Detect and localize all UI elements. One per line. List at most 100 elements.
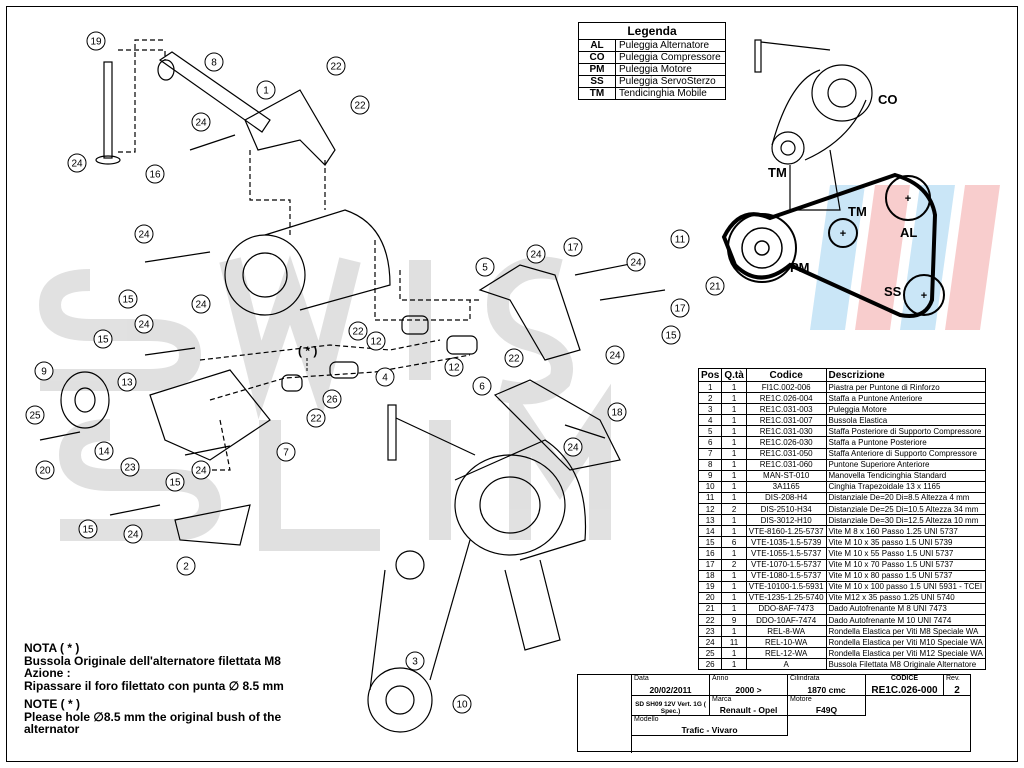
part-code: 3A1165 xyxy=(745,480,827,493)
callout-number: 12 xyxy=(370,337,382,348)
brand-cell: Marca Renault - Opel xyxy=(710,696,788,716)
part-desc: Dado Autofrenante M 10 UNI 7474 xyxy=(825,613,986,627)
callout-number: 17 xyxy=(567,243,579,254)
part-pos: 21 xyxy=(697,602,723,615)
drawing-frame xyxy=(6,6,1018,762)
callout-number: 22 xyxy=(310,414,322,425)
part-pos: 17 xyxy=(697,558,723,571)
note-it-title: NOTA ( * ) xyxy=(24,641,80,655)
callout-17: 17 xyxy=(670,298,690,318)
part-pos: 20 xyxy=(697,591,723,604)
part-qty: 6 xyxy=(721,536,747,549)
part-code: RE1C.031-007 xyxy=(745,414,827,427)
part-desc: Staffa Posteriore di Supporto Compressor… xyxy=(825,425,986,438)
callout-number: 19 xyxy=(90,37,102,48)
part-desc: Vite M 8 x 160 Passo 1.25 UNI 5737 xyxy=(825,525,986,538)
callout-number: 18 xyxy=(611,408,623,419)
part-desc: Puleggia Motore xyxy=(825,403,986,416)
notes-block: NOTA ( * ) Bussola Originale dell'altern… xyxy=(24,642,324,736)
callout-number: 5 xyxy=(482,263,488,274)
callout-20: 20 xyxy=(35,460,55,480)
part-desc: Piastra per Puntone di Rinforzo xyxy=(825,380,986,394)
callout-24: 24 xyxy=(626,252,646,272)
part-pos: 7 xyxy=(697,447,723,460)
part-desc: Rondella Elastica per Viti M8 Speciale W… xyxy=(825,625,986,638)
part-code: RE1C.026-030 xyxy=(745,436,827,449)
callout-number: 16 xyxy=(149,170,161,181)
callout-22: 22 xyxy=(326,56,346,76)
note-en-title: NOTE ( * ) xyxy=(24,697,80,711)
callout-number: 1 xyxy=(263,86,269,97)
label-tm: TM xyxy=(848,204,867,219)
callout-18: 18 xyxy=(607,402,627,422)
callout-8: 8 xyxy=(204,52,224,72)
callout-number: 6 xyxy=(479,382,485,393)
callout-12: 12 xyxy=(366,331,386,351)
part-qty: 9 xyxy=(721,613,747,627)
date-value: 20/02/2011 xyxy=(649,685,692,695)
part-qty: 1 xyxy=(721,602,747,615)
label-co: CO xyxy=(878,92,898,107)
part-pos: 1 xyxy=(697,380,723,394)
callout-3: 3 xyxy=(405,651,425,671)
part-code: VTE-1235-1.25-5740 xyxy=(745,591,827,604)
part-qty: 1 xyxy=(721,403,747,416)
callout-12: 12 xyxy=(444,357,464,377)
year-value: 2000 > xyxy=(735,685,762,695)
part-pos: 22 xyxy=(697,613,723,627)
rev-value: 2 xyxy=(954,685,960,696)
compressor-value: SD SH09 12V Vert. 1G ( Spec.) xyxy=(635,701,706,715)
callout-19: 19 xyxy=(86,31,106,51)
callout-number: 22 xyxy=(352,327,364,338)
legend-code: PM xyxy=(578,63,616,76)
part-desc: Distanziale De=25 Di=10.5 Altezza 34 mm xyxy=(825,503,986,516)
part-code: REL-8-WA xyxy=(745,625,827,638)
part-desc: Rondella Elastica per Viti M10 Speciale … xyxy=(825,636,986,649)
callout-number: 22 xyxy=(508,354,520,365)
part-code: REL-10-WA xyxy=(745,636,827,649)
callout-26: 26 xyxy=(322,389,342,409)
part-qty: 1 xyxy=(721,436,747,449)
callout-25: 25 xyxy=(25,405,45,425)
callout-9: 9 xyxy=(34,361,54,381)
header-qty: Q.tà xyxy=(721,368,747,382)
part-qty: 2 xyxy=(721,503,747,516)
legend-desc: Puleggia Motore xyxy=(615,63,726,76)
rev-label: Rev. xyxy=(946,675,960,682)
callout-24: 24 xyxy=(191,294,211,314)
part-qty: 1 xyxy=(721,580,747,593)
callout-4: 4 xyxy=(375,367,395,387)
svg-text:+: + xyxy=(905,193,911,205)
part-qty: 11 xyxy=(721,636,747,649)
part-qty: 1 xyxy=(721,658,747,671)
callout-6: 6 xyxy=(472,376,492,396)
part-pos: 5 xyxy=(697,425,723,438)
callout-22: 22 xyxy=(504,348,524,368)
callout-number: 24 xyxy=(127,530,139,541)
code-value: RE1C.026-000 xyxy=(871,685,938,696)
asterisk-marker: ( * ) xyxy=(298,344,317,358)
model-cell: Modello Trafic - Vivaro xyxy=(632,716,788,736)
callout-number: 24 xyxy=(567,443,579,454)
legend-desc: Puleggia Alternatore xyxy=(615,39,726,52)
callout-10: 10 xyxy=(452,694,472,714)
part-qty: 1 xyxy=(721,491,747,505)
callout-21: 21 xyxy=(705,276,725,296)
svg-text:+: + xyxy=(840,228,846,240)
part-qty: 1 xyxy=(721,625,747,638)
header-desc: Descrizione xyxy=(825,368,986,382)
callout-24: 24 xyxy=(67,153,87,173)
year-label: Anno xyxy=(712,675,729,682)
